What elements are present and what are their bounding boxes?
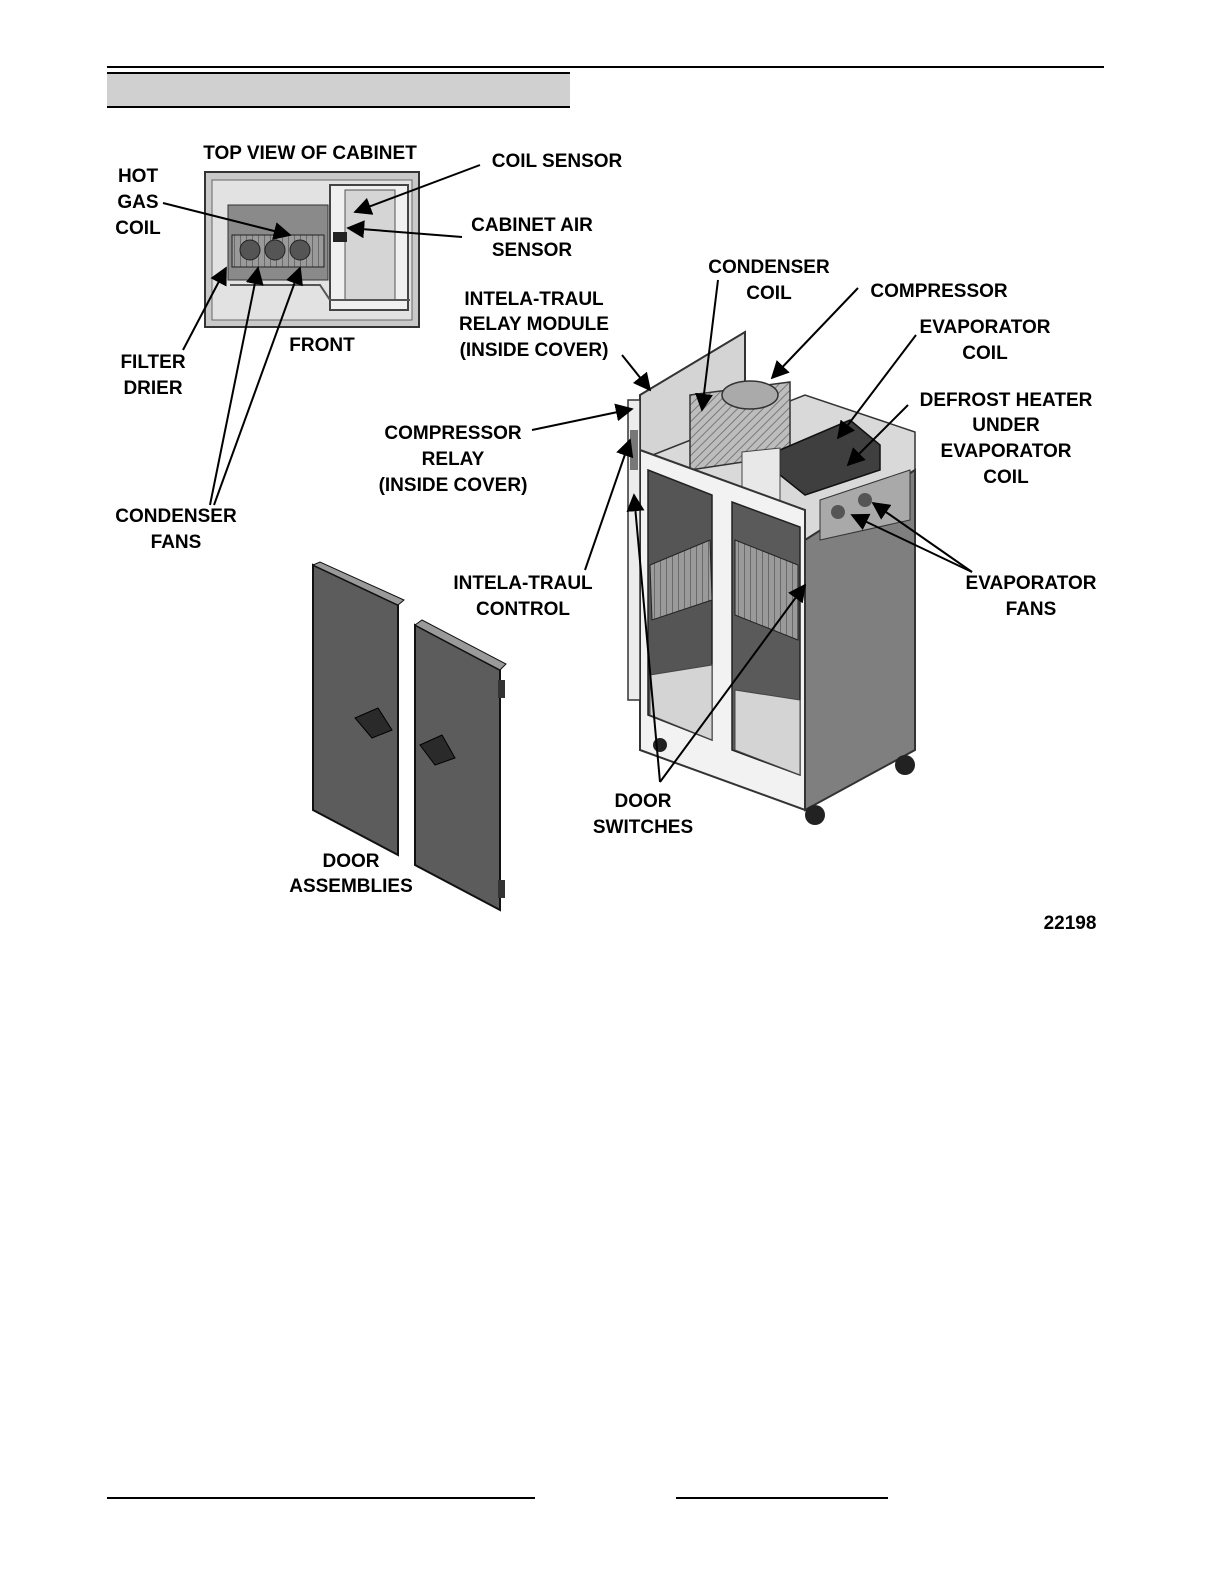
footer-rule-right [676, 1497, 888, 1499]
label-door-switches-line1: DOOR [615, 791, 672, 812]
label-coil-sensor: COIL SENSOR [492, 151, 623, 172]
footer-rule-left [107, 1497, 535, 1499]
label-door-assemblies-line1: DOOR [323, 851, 380, 872]
label-control-line2: CONTROL [476, 599, 570, 620]
leader-lines [162, 164, 973, 783]
label-evaporator-coil-line2: COIL [962, 343, 1008, 364]
label-filter-drier-line2: DRIER [123, 378, 182, 399]
label-door-assemblies-line2: ASSEMBLIES [289, 876, 413, 897]
label-evaporator-fans-line2: FANS [1006, 599, 1057, 620]
label-hot-gas-coil-line1: HOT [118, 166, 159, 187]
label-evaporator-coil-line1: EVAPORATOR [920, 317, 1051, 338]
header-rule [107, 66, 1104, 68]
label-compressor-relay-line1: COMPRESSOR [384, 423, 522, 444]
label-condenser-coil-line1: CONDENSER [708, 257, 830, 278]
label-cabinet-air-sensor-line1: CABINET AIR [471, 215, 593, 236]
label-compressor-relay-line3: (INSIDE COVER) [379, 475, 528, 496]
label-front: FRONT [289, 335, 355, 356]
label-condenser-coil-line2: COIL [746, 283, 792, 304]
label-defrost-heater-line2: UNDER [972, 415, 1040, 436]
figure-number: 22198 [1044, 913, 1097, 934]
top-view-illustration [204, 171, 420, 328]
label-compressor-relay-line2: RELAY [422, 449, 485, 470]
label-defrost-heater-line1: DEFROST HEATER [920, 390, 1093, 411]
label-door-switches-line2: SWITCHES [593, 817, 693, 838]
label-relay-module-line3: (INSIDE COVER) [460, 340, 609, 361]
label-top-view: TOP VIEW OF CABINET [203, 143, 417, 164]
label-relay-module-line1: INTELA-TRAUL [464, 289, 604, 310]
label-defrost-heater-line4: COIL [983, 467, 1029, 488]
door-assemblies-illustration [311, 561, 507, 912]
label-relay-module-line2: RELAY MODULE [459, 314, 609, 335]
label-filter-drier-line1: FILTER [120, 352, 185, 373]
cabinet-illustration [627, 330, 916, 825]
label-hot-gas-coil-line3: COIL [115, 218, 161, 239]
label-hot-gas-coil-line2: GAS [117, 192, 158, 213]
label-defrost-heater-line3: EVAPORATOR [941, 441, 1072, 462]
section-header-bar [107, 72, 570, 108]
label-control-line1: INTELA-TRAUL [453, 573, 593, 594]
label-compressor: COMPRESSOR [870, 281, 1008, 302]
label-condenser-fans-line2: FANS [151, 532, 202, 553]
label-text-group: TOP VIEW OF CABINET HOT GAS COIL COIL SE… [115, 143, 1096, 934]
label-condenser-fans-line1: CONDENSER [115, 506, 237, 527]
label-evaporator-fans-line1: EVAPORATOR [966, 573, 1097, 594]
label-cabinet-air-sensor-line2: SENSOR [492, 240, 573, 261]
